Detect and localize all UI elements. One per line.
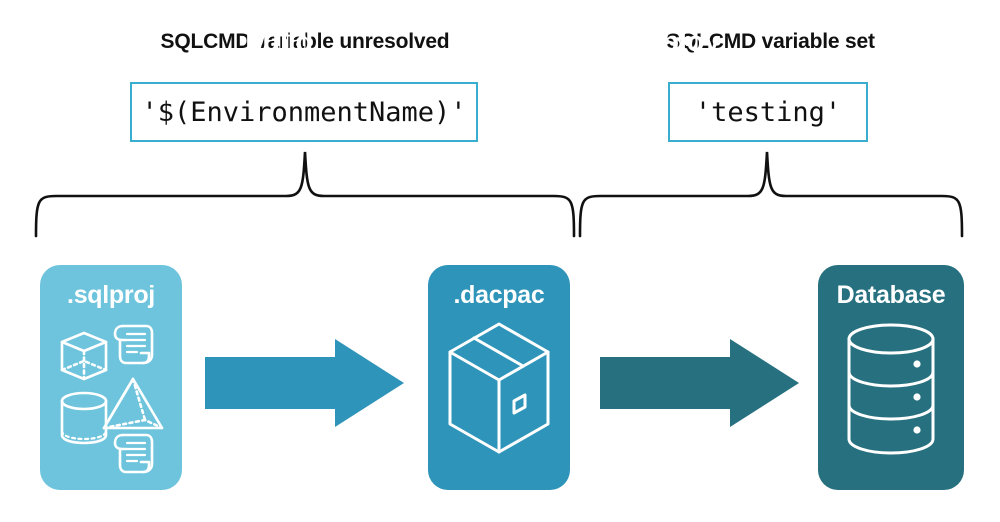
database-artwork xyxy=(847,323,935,455)
arrow-build-shape xyxy=(205,339,404,427)
package-box-icon xyxy=(448,322,550,454)
caption-sqlcmd-variable-set: SQLCMD variable set xyxy=(666,30,875,53)
right-brace-icon xyxy=(578,151,964,238)
code-box-environment-name: '$(EnvironmentName)' xyxy=(130,82,478,142)
left-brace-icon xyxy=(34,151,576,238)
caption-sqlcmd-variable-unresolved: SQLCMD variable unresolved xyxy=(160,30,450,53)
scroll-icon xyxy=(113,324,154,365)
panel-dacpac: .dacpac xyxy=(428,265,570,490)
sqlproj-artwork xyxy=(60,324,164,474)
panel-dacpac-title: .dacpac xyxy=(453,281,545,309)
panel-database: Database xyxy=(818,265,964,490)
pyramid-icon xyxy=(102,377,164,430)
arrow-deploy xyxy=(600,339,799,427)
database-cylinder-icon xyxy=(847,323,935,455)
panel-sqlproj-title: .sqlproj xyxy=(67,281,155,309)
panel-database-title: Database xyxy=(836,281,946,309)
cylinder-icon xyxy=(60,391,108,445)
code-box-testing: 'testing' xyxy=(668,82,868,142)
scroll-icon xyxy=(113,433,154,474)
arrow-deploy-shape xyxy=(600,339,799,427)
cube-icon xyxy=(60,331,108,381)
arrow-build xyxy=(205,339,404,427)
dacpac-artwork xyxy=(448,322,550,454)
panel-sqlproj: .sqlproj xyxy=(40,265,182,490)
